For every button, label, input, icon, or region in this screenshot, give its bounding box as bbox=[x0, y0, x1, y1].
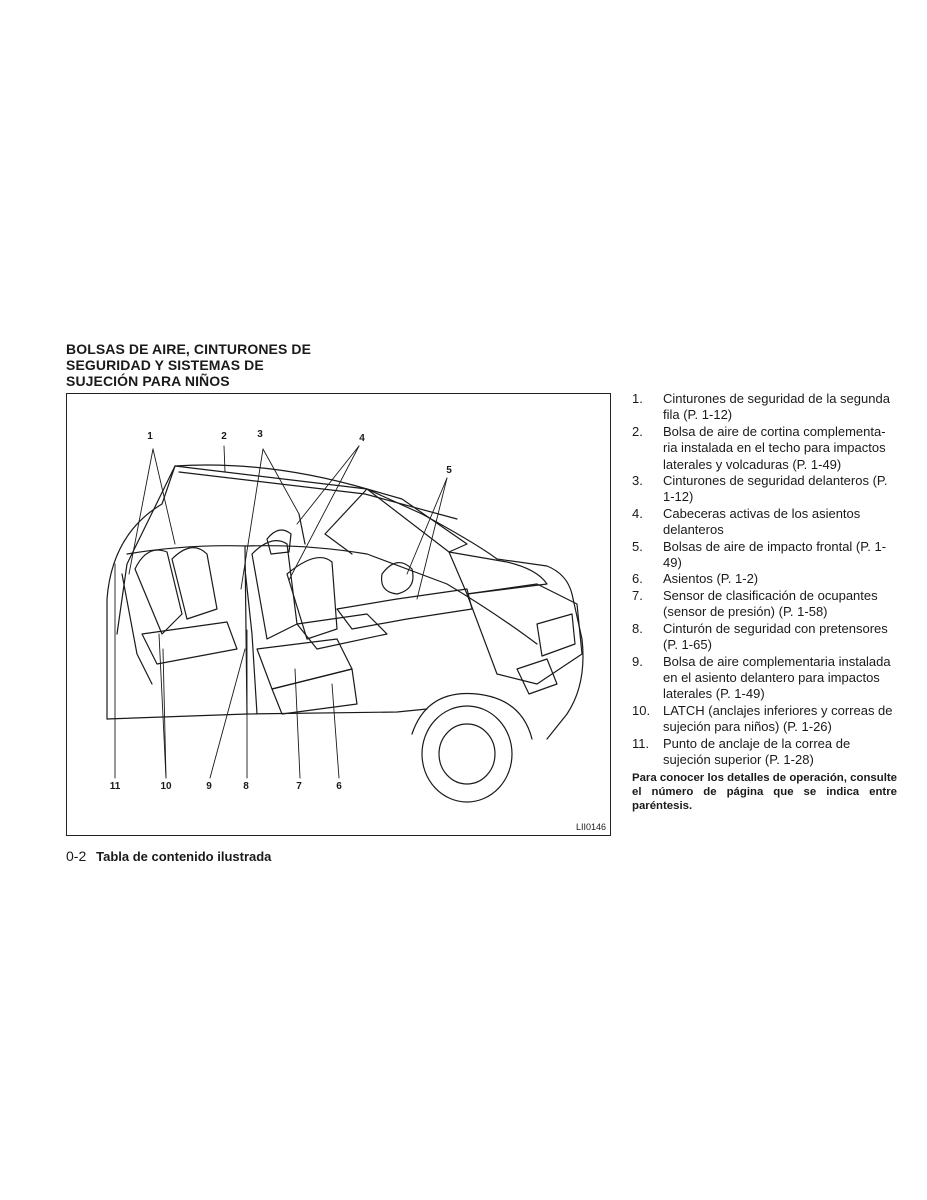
footer-title: Tabla de contenido ilustrada bbox=[96, 849, 272, 864]
item-number: 1. bbox=[632, 391, 643, 406]
list-item: 2. Bolsa de aire de cortina complementa-r… bbox=[632, 424, 897, 473]
item-number: 3. bbox=[632, 473, 643, 489]
body-outline bbox=[106, 465, 584, 740]
callout-11: 11 bbox=[110, 781, 121, 792]
item-text: Bolsas de aire de impacto frontal (P. 1-… bbox=[663, 538, 887, 571]
steering-wheel bbox=[380, 562, 414, 595]
list-item: 9. Bolsa de aire complementaria instalada… bbox=[632, 654, 897, 703]
leader-lines bbox=[114, 445, 448, 779]
callout-8: 8 bbox=[243, 781, 249, 792]
a-pillar bbox=[324, 488, 368, 555]
item-text: Bolsa de aire de cortina complementa-ria… bbox=[663, 423, 886, 472]
item-number: 6. bbox=[632, 571, 643, 587]
grille bbox=[536, 613, 576, 657]
callout-2: 2 bbox=[221, 431, 227, 442]
front-belt bbox=[244, 568, 258, 715]
list-item: 5. Bolsas de aire de impacto frontal (P. … bbox=[632, 539, 897, 572]
list-item: 10. LATCH (anclajes inferiores y correas … bbox=[632, 703, 897, 736]
rear-pillar bbox=[116, 465, 176, 635]
item-text: Asientos (P. 1-2) bbox=[663, 571, 759, 587]
rear-belt bbox=[121, 573, 153, 685]
roof-line bbox=[174, 464, 368, 490]
front-seat-back bbox=[251, 540, 298, 640]
item-number: 10. bbox=[632, 702, 651, 718]
list-item: 11. Punto de anclaje de la correa de suje… bbox=[632, 736, 897, 769]
front-seat-base bbox=[271, 668, 358, 715]
callout-4: 4 bbox=[359, 433, 365, 444]
vehicle-illustration: 1 2 3 4 5 11 10 9 8 7 6 LII0146 bbox=[66, 393, 611, 836]
item-text: Cinturón de seguridad con pretensores (P… bbox=[663, 620, 888, 653]
front-fascia bbox=[466, 583, 583, 685]
item-number: 7. bbox=[632, 587, 643, 603]
item-text: LATCH (anclajes inferiores y correas de … bbox=[663, 702, 893, 735]
list-item: 3. Cinturones de seguridad delanteros (P.… bbox=[632, 473, 897, 506]
hood bbox=[448, 551, 548, 595]
item-number: 8. bbox=[632, 620, 643, 636]
page-footer: 0-2 Tabla de contenido ilustrada bbox=[66, 847, 271, 866]
item-text: Cinturones de seguridad de la segunda fi… bbox=[663, 391, 890, 423]
item-text: Sensor de clasificación de ocupantes (se… bbox=[663, 587, 878, 620]
callout-1: 1 bbox=[147, 431, 153, 442]
section-title-line-2: SEGURIDAD Y SISTEMAS DE bbox=[66, 357, 264, 373]
callout-10: 10 bbox=[160, 781, 172, 792]
callout-labels: 1 2 3 4 5 11 10 9 8 7 6 bbox=[110, 429, 453, 792]
center-console bbox=[296, 613, 388, 650]
list-item: 6. Asientos (P. 1-2) bbox=[632, 571, 897, 587]
rear-seat-back bbox=[134, 549, 183, 635]
dashboard bbox=[336, 588, 473, 630]
item-number: 4. bbox=[632, 505, 643, 521]
item-number: 9. bbox=[632, 653, 643, 669]
roof-rail bbox=[178, 471, 458, 520]
item-number: 11. bbox=[632, 735, 650, 751]
front-belt-right bbox=[298, 513, 306, 545]
callout-9: 9 bbox=[206, 781, 212, 792]
item-text: Cabeceras activas de los asientos delant… bbox=[663, 505, 861, 538]
headlamp bbox=[516, 658, 558, 695]
item-text: Cinturones de seguridad delanteros (P. 1… bbox=[663, 473, 888, 505]
item-number: 2. bbox=[632, 423, 643, 439]
list-item: 1. Cinturones de seguridad de la segunda … bbox=[632, 391, 897, 424]
item-text: Bolsa de aire complementaria instalada e… bbox=[663, 653, 891, 702]
callout-5: 5 bbox=[446, 465, 452, 476]
section-title: BOLSAS DE AIRE, CINTURONES DE SEGURIDAD … bbox=[66, 341, 366, 389]
item-text: Punto de anclaje de la correa de sujeció… bbox=[663, 735, 851, 767]
callout-3: 3 bbox=[257, 429, 263, 440]
rear-seat-cushion bbox=[141, 621, 238, 665]
figure-code: LII0146 bbox=[575, 822, 606, 832]
list-item: 7. Sensor de clasificación de ocupantes (… bbox=[632, 588, 897, 621]
rear-seat-back-2 bbox=[171, 547, 218, 620]
front-seat-headrest bbox=[266, 529, 292, 555]
wheel-arch bbox=[411, 692, 533, 740]
callout-7: 7 bbox=[296, 781, 302, 792]
callout-6: 6 bbox=[336, 781, 342, 792]
front-wheel-outer bbox=[421, 705, 513, 803]
front-seat-cushion bbox=[256, 638, 353, 690]
list-item: 8. Cinturón de seguridad con pretensores … bbox=[632, 621, 897, 654]
door-sill bbox=[106, 708, 428, 720]
list-item: 4. Cabeceras activas de los asientos dela… bbox=[632, 506, 897, 539]
windshield bbox=[366, 488, 468, 553]
item-number: 5. bbox=[632, 538, 643, 554]
section-title-line-1: BOLSAS DE AIRE, CINTURONES DE bbox=[66, 341, 312, 357]
section-title-line-3: SUJECIÓN PARA NIÑOS bbox=[66, 373, 230, 389]
component-list: 1. Cinturones de seguridad de la segunda … bbox=[632, 391, 897, 768]
front-wheel-inner bbox=[438, 723, 496, 785]
beltline bbox=[126, 545, 538, 645]
page-number: 0-2 bbox=[66, 848, 87, 864]
vehicle-cutaway-drawing: 1 2 3 4 5 11 10 9 8 7 6 bbox=[106, 429, 584, 803]
page-reference-note: Para conocer los detalles de operación, … bbox=[632, 772, 897, 812]
